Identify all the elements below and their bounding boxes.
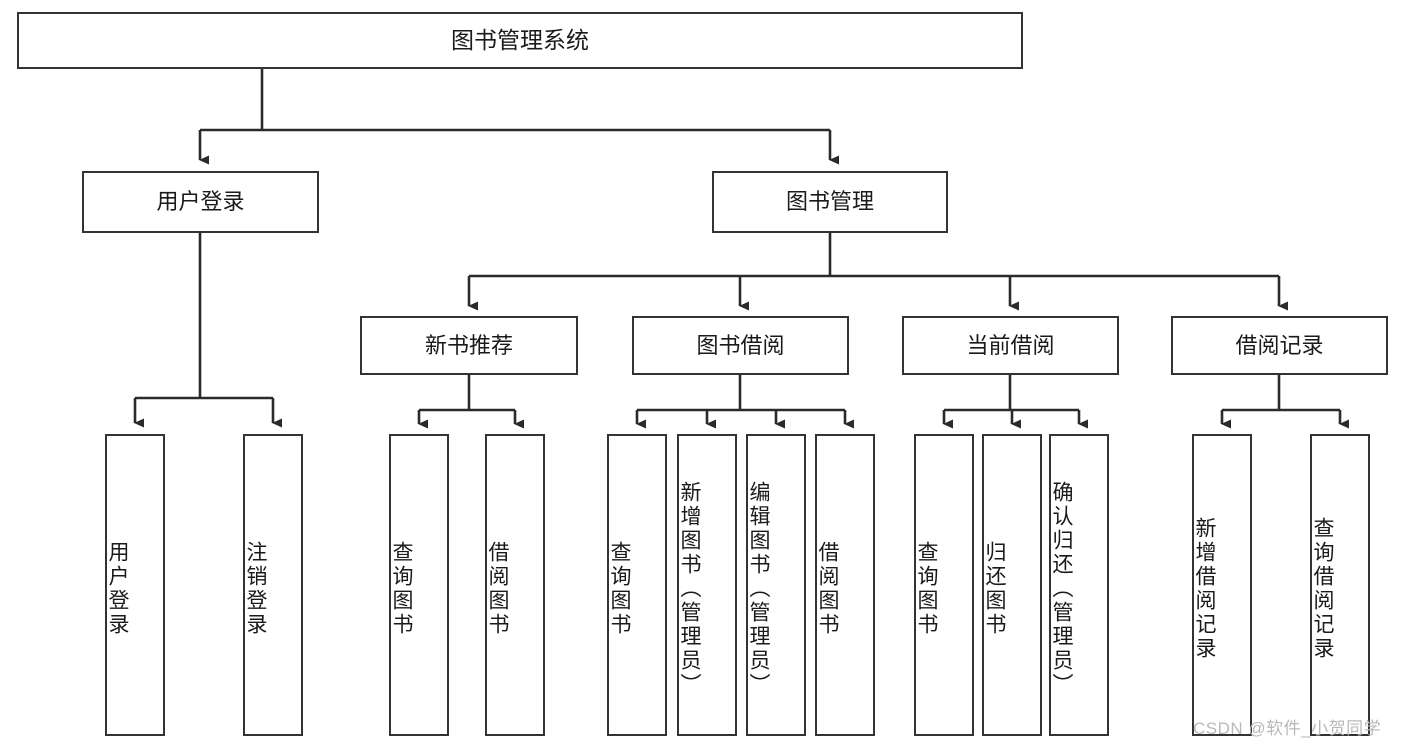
- node-leaf-label: 用户登录: [106, 541, 129, 637]
- node-user-login-label: 用户登录: [156, 189, 245, 215]
- node-leaf-label: 新增图书（管理员）: [678, 481, 701, 697]
- node-leaf-return-book[interactable]: 归还图书: [982, 434, 1042, 736]
- node-new-book-recommend-label: 新书推荐: [424, 332, 513, 358]
- node-borrow-record[interactable]: 借阅记录: [1171, 316, 1388, 375]
- node-leaf-add-borrow-record[interactable]: 新增借阅记录: [1192, 434, 1252, 736]
- node-root-system[interactable]: 图书管理系统: [17, 12, 1023, 69]
- node-leaf-add-book[interactable]: 新增图书（管理员）: [677, 434, 737, 736]
- node-leaf-label: 查询图书: [390, 541, 413, 637]
- connector-group-book-manage: [467, 233, 1288, 311]
- connector-group-book-borrow: [635, 375, 854, 429]
- node-leaf-query-book-b[interactable]: 查询图书: [607, 434, 667, 736]
- node-leaf-label: 查询借阅记录: [1311, 517, 1334, 661]
- node-borrow-record-label: 借阅记录: [1235, 332, 1324, 358]
- node-leaf-user-login[interactable]: 用户登录: [105, 434, 165, 736]
- node-leaf-label: 查询图书: [608, 541, 631, 637]
- node-leaf-label: 借阅图书: [486, 541, 509, 637]
- node-book-borrow[interactable]: 图书借阅: [632, 316, 849, 375]
- connector-group-new-book-recommend: [417, 375, 524, 429]
- connector-group-user-login: [133, 233, 282, 428]
- node-book-manage[interactable]: 图书管理: [712, 171, 948, 233]
- node-leaf-label: 查询图书: [915, 541, 938, 637]
- connector-group-borrow-record: [1220, 375, 1349, 429]
- node-book-borrow-label: 图书借阅: [696, 332, 785, 358]
- node-leaf-query-book-a[interactable]: 查询图书: [389, 434, 449, 736]
- node-leaf-confirm-return[interactable]: 确认归还（管理员）: [1049, 434, 1109, 736]
- csdn-watermark: CSDN @软件_小贺同学: [1193, 719, 1382, 738]
- node-current-borrow-label: 当前借阅: [966, 332, 1055, 358]
- node-new-book-recommend[interactable]: 新书推荐: [360, 316, 578, 375]
- node-book-manage-label: 图书管理: [785, 189, 874, 215]
- node-user-login[interactable]: 用户登录: [82, 171, 319, 233]
- node-leaf-label: 借阅图书: [816, 541, 839, 637]
- connector-group-current-borrow: [942, 375, 1088, 429]
- node-leaf-borrow-book-a[interactable]: 借阅图书: [485, 434, 545, 736]
- node-current-borrow[interactable]: 当前借阅: [902, 316, 1119, 375]
- node-leaf-label: 注销登录: [244, 541, 267, 637]
- connector-group-root: [198, 69, 839, 165]
- node-leaf-query-borrow-record[interactable]: 查询借阅记录: [1310, 434, 1370, 736]
- node-leaf-edit-book[interactable]: 编辑图书（管理员）: [746, 434, 806, 736]
- node-leaf-label: 归还图书: [983, 541, 1006, 637]
- node-leaf-label: 新增借阅记录: [1193, 517, 1216, 661]
- node-leaf-label: 确认归还（管理员）: [1050, 481, 1073, 697]
- node-leaf-borrow-book-b[interactable]: 借阅图书: [815, 434, 875, 736]
- node-leaf-query-book-c[interactable]: 查询图书: [914, 434, 974, 736]
- node-leaf-label: 编辑图书（管理员）: [747, 481, 770, 697]
- node-leaf-logout-login[interactable]: 注销登录: [243, 434, 303, 736]
- node-root-label: 图书管理系统: [451, 26, 589, 53]
